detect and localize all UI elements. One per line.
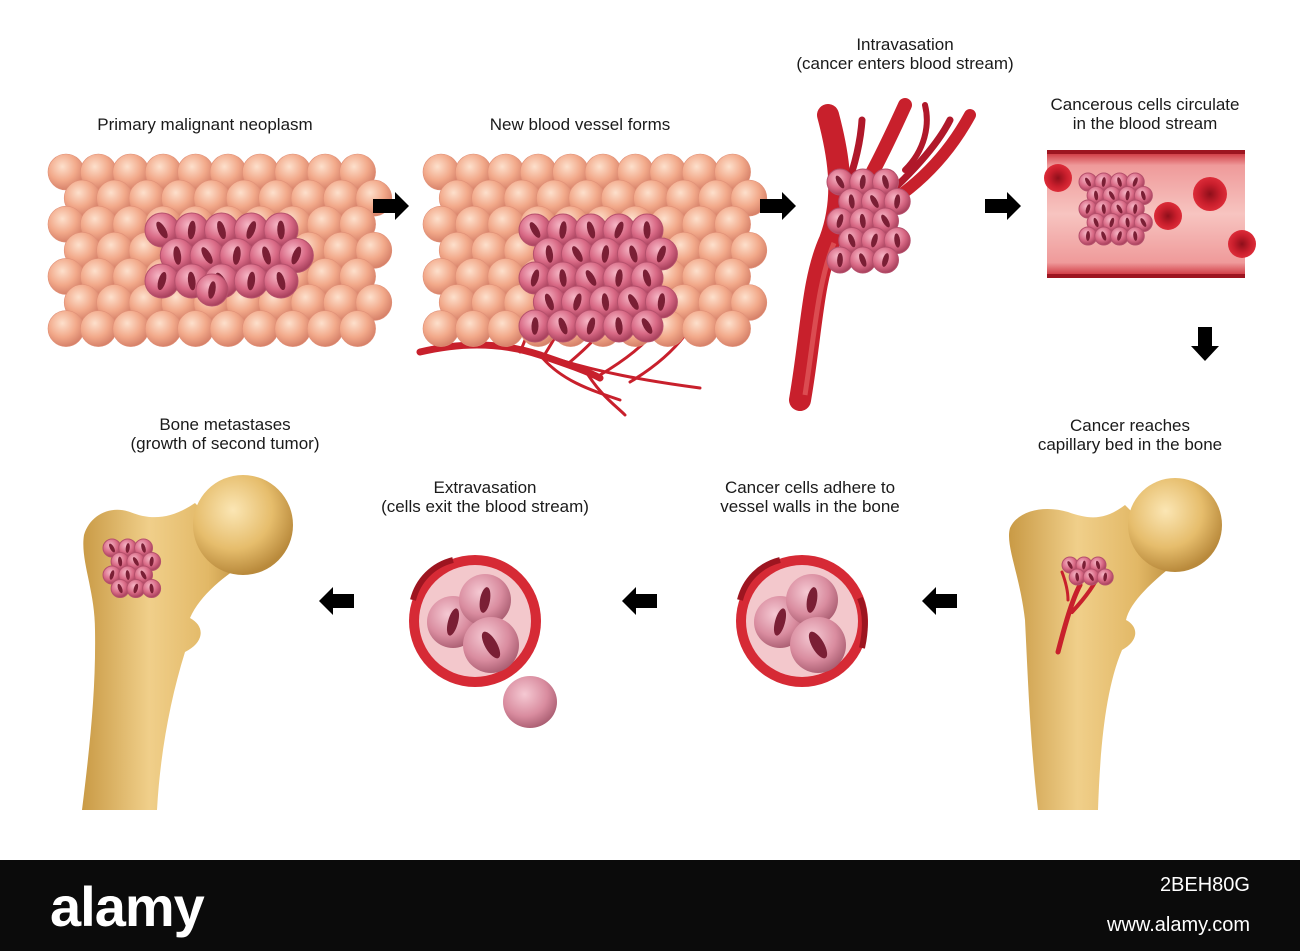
step-label-primary: Primary malignant neoplasm [45, 115, 365, 134]
step-label-intravasation: Intravasation (cancer enters blood strea… [745, 35, 1065, 73]
step-label-metastases: Bone metastases (growth of second tumor) [65, 415, 385, 453]
metastasis-illustration [47, 98, 1256, 810]
step-label-line: capillary bed in the bone [1037, 435, 1223, 454]
step-label-line: Primary malignant neoplasm [97, 115, 313, 134]
adhesion-cross-section-illustration [736, 555, 868, 687]
arrow-left-icon [922, 587, 957, 615]
red-blood-cell [1154, 202, 1182, 230]
red-blood-cell [1228, 230, 1256, 258]
step-label-line: (cells exit the blood stream) [381, 497, 589, 516]
red-blood-cell [1044, 164, 1072, 192]
step-label-line: vessel walls in the bone [720, 497, 900, 516]
step-label-line: New blood vessel forms [489, 115, 671, 134]
step-label-line: Extravasation [433, 478, 537, 497]
intravasation-illustration [789, 98, 976, 411]
step-label-line: Cancer reaches [1069, 416, 1190, 435]
primary-neoplasm-illustration [47, 153, 393, 347]
arrow-left-icon [319, 587, 354, 615]
watermark-footer: alamy 2BEH80G www.alamy.com [0, 860, 1300, 951]
arrow-left-icon [622, 587, 657, 615]
step-label-line: in the blood stream [1072, 114, 1218, 133]
bone-metastases-illustration [82, 475, 293, 810]
bone-capillary-illustration [1008, 478, 1222, 810]
arrow-right-icon [760, 192, 796, 220]
site-url: www.alamy.com [1107, 914, 1250, 936]
extravasation-cross-section-illustration [409, 555, 557, 728]
diagram-canvas: Primary malignant neoplasm New blood ves… [45, 35, 1290, 810]
circulating-cells-illustration [1044, 150, 1256, 278]
arrow-right-icon [985, 192, 1021, 220]
step-label-capillary: Cancer reaches capillary bed in the bone [980, 416, 1280, 454]
arrow-right-icon [373, 192, 409, 220]
image-id: 2BEH80G [1159, 874, 1250, 896]
exiting-cancer-cell [503, 676, 557, 728]
step-label-line: (cancer enters blood stream) [796, 54, 1014, 73]
step-label-line: Cancerous cells circulate [1050, 95, 1240, 114]
step-label-line: Bone metastases [159, 415, 291, 434]
brand-logo: alamy [50, 875, 205, 938]
step-label-adhere: Cancer cells adhere to vessel walls in t… [650, 478, 970, 516]
step-label-line: Cancer cells adhere to [724, 478, 896, 497]
red-blood-cell [1193, 177, 1227, 211]
new-blood-vessel-illustration [416, 153, 768, 417]
step-label-vessel: New blood vessel forms [420, 115, 740, 134]
step-label-extravasation: Extravasation (cells exit the blood stre… [325, 478, 645, 516]
step-label-circulate: Cancerous cells circulate in the blood s… [1000, 95, 1290, 133]
step-label-line: Intravasation [856, 35, 954, 54]
arrow-down-icon [1191, 327, 1219, 361]
step-label-line: (growth of second tumor) [130, 434, 320, 453]
